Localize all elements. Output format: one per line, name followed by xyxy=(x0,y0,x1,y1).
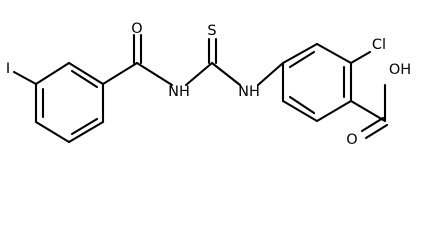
bond-ring2-inner-1 xyxy=(288,50,316,69)
amide-oxygen-label: O xyxy=(131,21,142,37)
bond-ring2-e xyxy=(281,99,319,123)
bond-ring1-carbonyl xyxy=(101,61,139,86)
bond-ring1-e xyxy=(34,120,71,144)
bond-ring2-a xyxy=(281,42,319,65)
bond-carbonyl-nh xyxy=(135,61,174,87)
bonds xyxy=(12,33,389,144)
chemical-structure: I O NH S NH Cl OH O xyxy=(6,21,411,148)
amide-nitrogen-label: NH xyxy=(168,84,190,100)
bond-ring1-inner-1 xyxy=(70,69,99,89)
bond-carboxyl-o-2 xyxy=(364,123,389,140)
hydroxyl-label: OH xyxy=(389,62,411,78)
bond-thiocarbon-nh xyxy=(210,61,242,87)
bond-carboxyl-o-1 xyxy=(360,116,385,133)
bond-ring2-b xyxy=(315,42,353,65)
chlorine-label: Cl xyxy=(372,37,386,53)
bond-nh-thiocarbon xyxy=(184,61,214,87)
bond-ring1-b xyxy=(67,61,105,86)
thio-sulfur-label: S xyxy=(207,23,216,39)
acid-oxygen-label: O xyxy=(346,132,357,148)
bond-ring1-d xyxy=(67,120,105,144)
bond-ring2-d xyxy=(315,99,353,123)
thiourea-nitrogen-label: NH xyxy=(238,84,260,100)
bond-c-cl xyxy=(349,50,372,65)
iodine-label: I xyxy=(6,61,10,77)
bond-ring2-inner-3 xyxy=(288,95,316,115)
bond-nh-ring2 xyxy=(256,61,285,87)
bond-c-i xyxy=(12,70,38,86)
bond-ring1-a xyxy=(34,61,71,86)
atom-labels: I O NH S NH Cl OH O xyxy=(6,21,411,148)
bond-ring1-inner-2 xyxy=(70,117,99,136)
bond-ring2-carboxyl xyxy=(349,99,387,123)
